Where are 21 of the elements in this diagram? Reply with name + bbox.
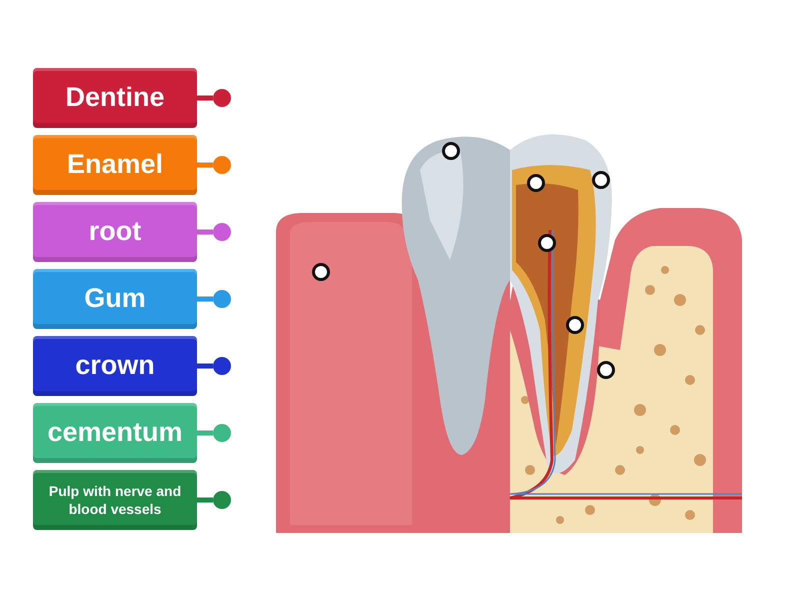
label-tile <box>33 202 197 262</box>
connector-pin <box>197 491 231 509</box>
label-tile <box>33 403 197 463</box>
label-text: cementum <box>47 418 183 448</box>
label-text: crown <box>75 351 155 381</box>
label-tile <box>33 269 197 329</box>
label-text: Dentine <box>65 83 164 113</box>
connector-pin <box>197 223 231 241</box>
label-text: Pulp with nerve and blood vessels <box>48 482 182 518</box>
label-tile <box>33 470 197 530</box>
label-text: Enamel <box>66 150 164 180</box>
connector-pin <box>197 357 231 375</box>
connector-pin <box>197 424 231 442</box>
connector-pin <box>197 89 231 107</box>
label-text: Gum <box>84 284 146 314</box>
connector-pin <box>197 156 231 174</box>
label-tile <box>33 68 197 128</box>
label-tile <box>33 135 197 195</box>
label-text: root <box>88 217 142 247</box>
connector-pin <box>197 290 231 308</box>
label-tile <box>33 336 197 396</box>
